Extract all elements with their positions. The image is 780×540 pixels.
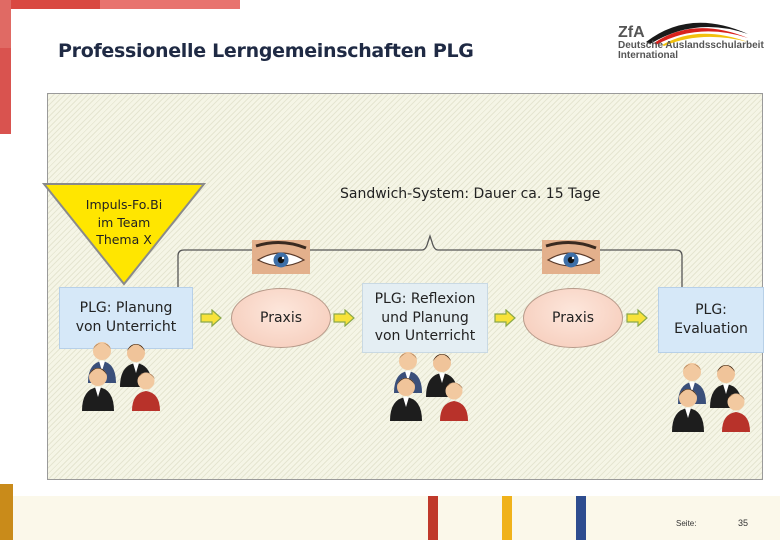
triangle-label-line1: Impuls-Fo.Bi (85, 197, 163, 212)
zfa-logo-swoosh-icon (646, 22, 748, 46)
plg-planning-line1: PLG: Planung (79, 300, 173, 317)
footer-stripe-blue (576, 496, 586, 540)
logo-text-line2: International (618, 50, 679, 61)
footer-left-accent (0, 484, 13, 540)
plg-reflection-line1: PLG: Reflexion (374, 290, 476, 307)
timeline-bracket (177, 233, 683, 295)
impulse-triangle (41, 183, 207, 286)
arrow-right-icon (200, 309, 222, 327)
plg-evaluation-box: PLG: Evaluation (658, 287, 764, 353)
page-number: 35 (738, 518, 749, 528)
side-decoration-bar (0, 0, 11, 134)
eye-icon (252, 240, 310, 274)
triangle-label-line3: Thema X (96, 232, 152, 247)
sandwich-label: Sandwich-System: Dauer ca. 15 Tage (340, 186, 601, 202)
people-group-icon (82, 342, 160, 411)
eye-icon (542, 240, 600, 274)
logo-text-line1: Deutsche Auslandsschularbeit (618, 40, 764, 51)
arrow-right-icon (626, 309, 648, 327)
praxis-ellipse-2: Praxis (523, 288, 623, 348)
plg-planning-box: PLG: Planung von Unterricht (59, 287, 193, 349)
triangle-label: Impuls-Fo.Bi im Team Thema X (72, 196, 176, 249)
plg-reflection-line2: und Planung (381, 309, 469, 326)
logo-abbreviation: ZfA (618, 24, 645, 41)
side-decoration-bar-light (0, 0, 11, 48)
plg-evaluation-line1: PLG: (695, 302, 727, 319)
plg-reflection-box: PLG: Reflexion und Planung von Unterrich… (362, 283, 488, 353)
footer-stripe-yellow (502, 496, 512, 540)
praxis-ellipse-1: Praxis (231, 288, 331, 348)
plg-reflection-line3: von Unterricht (374, 328, 476, 345)
footer-bar (0, 496, 780, 540)
arrow-right-icon (494, 309, 516, 327)
plg-planning-line2: von Unterricht (75, 319, 177, 335)
page-label: Seite: (676, 519, 697, 528)
triangle-label-line2: im Team (97, 214, 151, 230)
footer-stripe-red (428, 496, 438, 540)
top-decoration-bar (0, 0, 240, 9)
slide-title: Professionelle Lerngemeinschaften PLG (58, 40, 474, 62)
people-group-icon (672, 363, 750, 432)
people-group-icon (390, 352, 468, 421)
plg-evaluation-line2: Evaluation (674, 321, 748, 337)
top-decoration-bar-dark (0, 0, 100, 9)
arrow-right-icon (333, 309, 355, 327)
